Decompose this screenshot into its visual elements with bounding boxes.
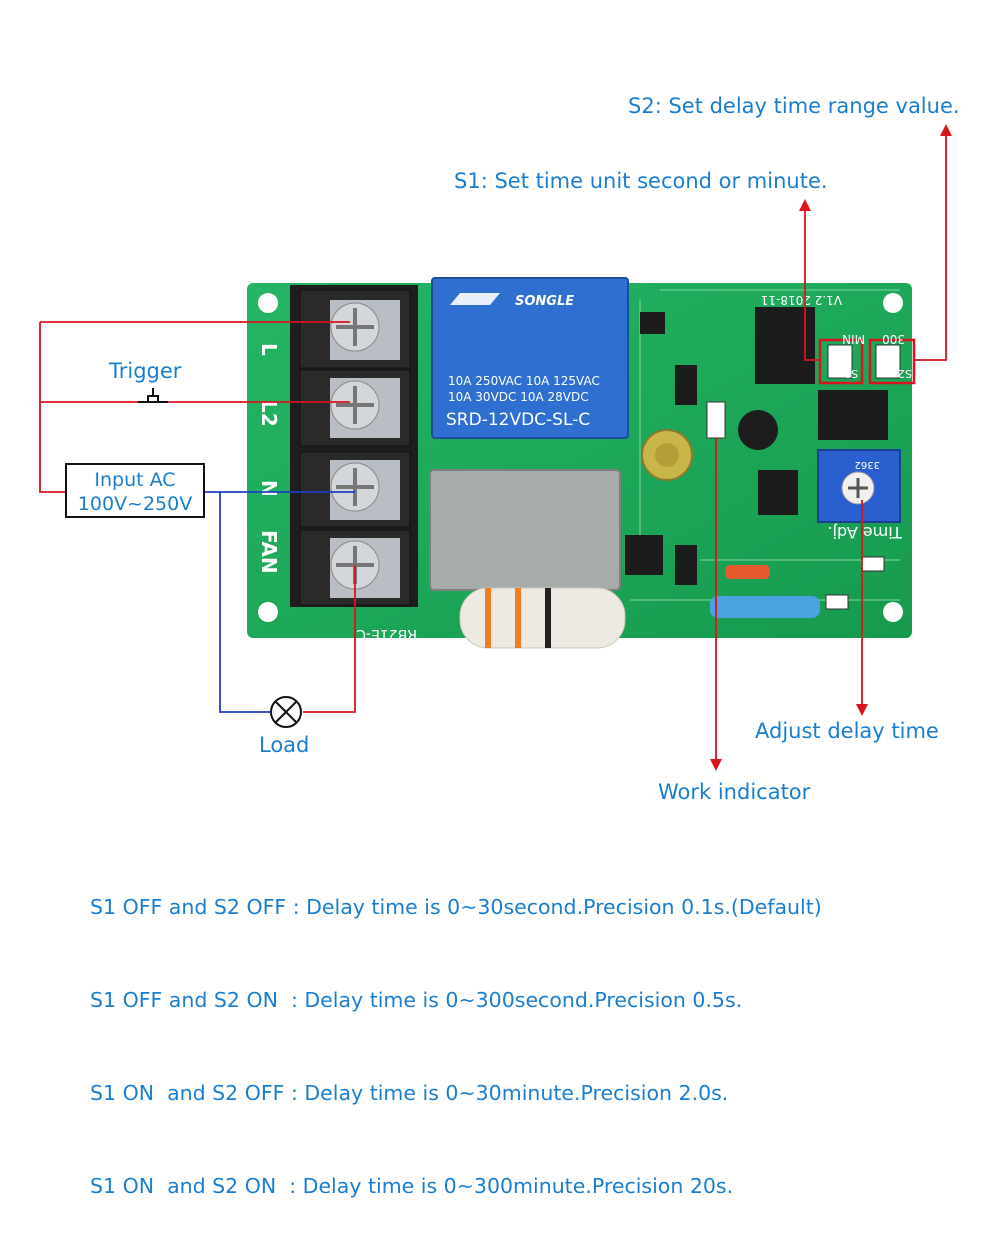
diode <box>675 545 697 585</box>
version-label: V1.2 2018-11 <box>761 293 842 307</box>
mode-line: S1 OFF and S2 ON : Delay time is 0~300se… <box>90 988 743 1012</box>
load-lamp-icon <box>270 696 302 728</box>
s1-arrow <box>799 199 820 361</box>
terminal-label-fan: FAN <box>257 530 281 574</box>
switch-min-label: MIN <box>842 332 865 346</box>
smd-component <box>825 594 849 610</box>
switch-s1-label: S1 <box>844 367 858 380</box>
relay-rating-2: 10A 30VDC 10A 28VDC <box>448 390 589 404</box>
smd-component <box>861 556 885 572</box>
switch-s2[interactable] <box>868 338 916 385</box>
pot-code: 3362 <box>855 459 880 470</box>
terminal-block <box>290 285 418 607</box>
diode <box>675 365 697 405</box>
s2-description: S2: Set delay time range value. <box>628 94 960 118</box>
screw-terminal[interactable] <box>330 538 400 598</box>
relay: SONGLE 10A 250VAC 10A 125VAC 10A 30VDC 1… <box>431 277 629 439</box>
input-voltage-label: 100V~250V <box>77 493 193 515</box>
signal-diode <box>725 565 770 579</box>
mounting-hole <box>258 293 278 313</box>
s1-description: S1: Set time unit second or minute. <box>454 169 828 193</box>
switch-s1[interactable] <box>818 338 864 385</box>
relay-rating-1: 10A 250VAC 10A 125VAC <box>448 374 600 388</box>
pot-label: Time Adj. <box>827 523 903 542</box>
buzzer <box>738 410 778 450</box>
relay-brand: SONGLE <box>515 294 574 309</box>
terminal-label-l2: L2 <box>257 400 281 427</box>
mounting-hole <box>883 293 903 313</box>
phase-wire <box>39 321 356 713</box>
switch-s2-label: S2 <box>898 367 912 380</box>
signal-resistor <box>710 596 820 618</box>
time-adjust-potentiometer[interactable]: 3362 <box>817 449 901 523</box>
input-ac-box: Input AC 100V~250V <box>65 463 205 518</box>
s2-arrow <box>914 124 952 361</box>
input-ac-label: Input AC <box>94 469 176 491</box>
relay-module-diagram: L L2 N FAN SONGLE 10A 250VAC 10A 125VAC … <box>39 124 952 771</box>
neutral-wire <box>205 491 355 713</box>
mounting-hole <box>258 602 278 622</box>
mode-line: S1 ON and S2 OFF : Delay time is 0~30min… <box>90 1081 729 1105</box>
screw-terminal[interactable] <box>330 378 400 438</box>
relay-model: SRD-12VDC-SL-C <box>446 410 590 430</box>
adjust-delay-label: Adjust delay time <box>755 719 939 743</box>
mode-line: S1 OFF and S2 OFF : Delay time is 0~30se… <box>90 895 822 919</box>
board-id-label: RB21E-C <box>356 626 417 642</box>
screw-terminal[interactable] <box>330 300 400 360</box>
load-label: Load <box>259 733 310 757</box>
callout-arrows <box>710 124 952 771</box>
trigger-label: Trigger <box>109 359 182 383</box>
work-indicator-led <box>706 401 726 439</box>
bridge-rectifier <box>625 535 663 575</box>
power-resistor <box>459 587 626 649</box>
resistor <box>640 312 665 334</box>
work-indicator-label: Work indicator <box>658 780 811 804</box>
electrolytic-capacitor <box>641 429 693 481</box>
switch-300-label: 300 <box>882 332 905 346</box>
screw-terminal[interactable] <box>330 460 400 520</box>
mounting-hole <box>883 602 903 622</box>
terminal-label-l: L <box>257 343 281 356</box>
mode-line: S1 ON and S2 ON : Delay time is 0~300min… <box>90 1174 734 1198</box>
trigger-switch[interactable] <box>138 388 168 403</box>
terminal-label-n: N <box>257 480 281 497</box>
mosfet <box>758 470 798 515</box>
mode-notes: S1 OFF and S2 OFF : Delay time is 0~30se… <box>90 830 822 1233</box>
power-module <box>429 469 621 591</box>
